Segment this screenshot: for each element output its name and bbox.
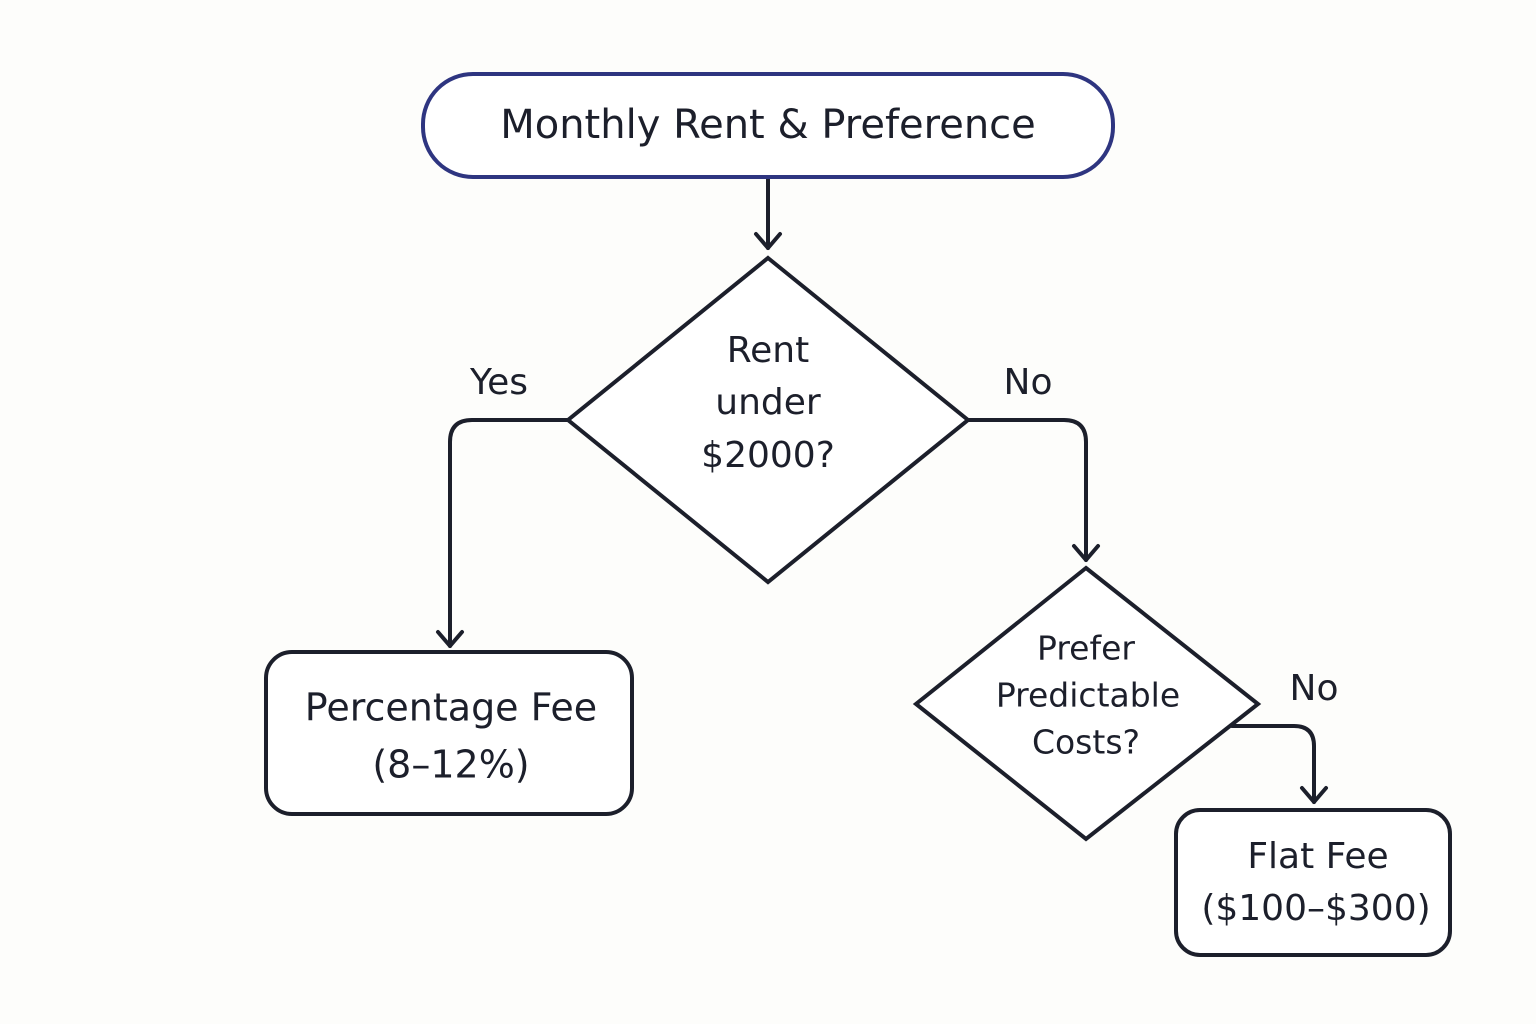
flat-fee-line-2: ($100–$300) bbox=[1201, 888, 1430, 929]
predictable-decision-line-2: Predictable bbox=[996, 676, 1180, 715]
edge-label-predictable-no: No bbox=[1290, 668, 1339, 709]
rent-decision-line-3: $2000? bbox=[701, 435, 835, 476]
percentage-fee-line-2: (8–12%) bbox=[372, 743, 529, 787]
start-node: Monthly Rent & Preference bbox=[421, 72, 1115, 179]
arrowhead-start-to-rent-decision bbox=[754, 232, 782, 250]
start-node-label: Monthly Rent & Preference bbox=[500, 102, 1036, 148]
flat-fee-line-1: Flat Fee bbox=[1247, 836, 1388, 877]
predictable-decision-line-1: Prefer bbox=[1037, 629, 1135, 668]
predictable-decision-node: Prefer Predictable Costs? bbox=[912, 565, 1262, 842]
edge-label-rent-yes: Yes bbox=[469, 362, 528, 403]
rent-decision-node: Rent under $2000? bbox=[564, 255, 972, 585]
connector-rent-no bbox=[966, 418, 1088, 562]
connector-predictable-no bbox=[1230, 724, 1316, 804]
arrowhead-predictable-no bbox=[1300, 786, 1328, 804]
percentage-fee-line-1: Percentage Fee bbox=[305, 686, 597, 730]
predictable-decision-line-3: Costs? bbox=[1032, 723, 1140, 762]
rent-decision-line-2: under bbox=[715, 382, 821, 423]
arrowhead-rent-yes bbox=[436, 630, 464, 648]
rent-decision-line-1: Rent bbox=[727, 330, 809, 371]
flat-fee-node: Flat Fee ($100–$300) bbox=[1174, 808, 1452, 957]
arrowhead-rent-no bbox=[1072, 544, 1100, 562]
percentage-fee-node: Percentage Fee (8–12%) bbox=[264, 650, 634, 816]
edge-label-rent-no: No bbox=[1004, 362, 1053, 403]
connector-rent-yes bbox=[448, 418, 570, 648]
